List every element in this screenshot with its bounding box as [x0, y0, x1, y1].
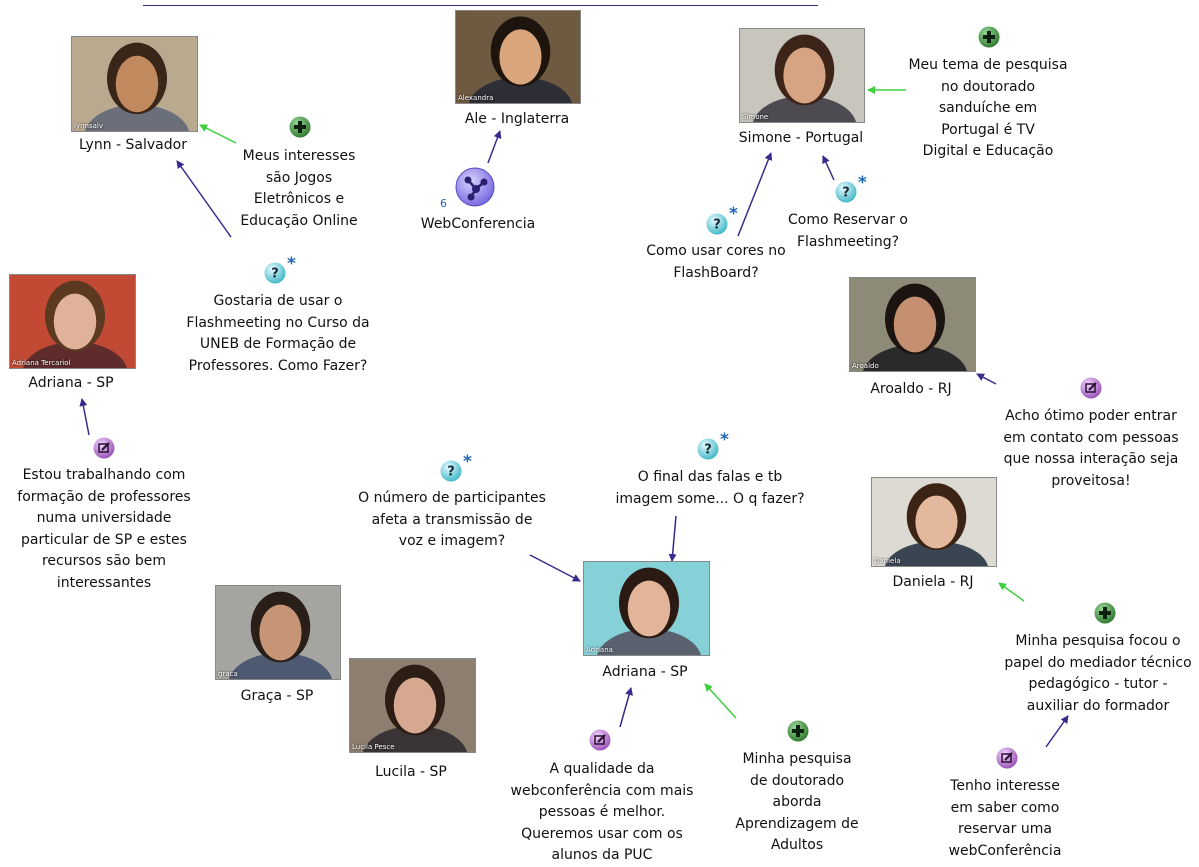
asterisk-icon: *: [729, 204, 738, 224]
webcam-photo: lynnsalv: [71, 36, 198, 132]
svg-text:?: ?: [271, 267, 279, 282]
comment-pencil-icon: [996, 747, 1018, 769]
participant-name: Aroaldo - RJ: [870, 381, 952, 397]
link-arrow: [176, 160, 232, 238]
link-arrow: [668, 515, 677, 562]
portrait-illustration: [850, 278, 975, 371]
webcam-user-label: Adriana: [586, 646, 613, 654]
webcam-user-label: Alexandra: [458, 94, 494, 102]
portrait-illustration: [10, 275, 135, 368]
note-text: Gostaria de usar o Flashmeeting no Curso…: [186, 293, 370, 374]
note-text: Minha pesquisa focou o papel do mediador…: [1004, 633, 1192, 714]
plus-icon: [787, 720, 809, 742]
plus-icon: [978, 26, 1000, 48]
portrait-illustration: [456, 11, 580, 103]
link-arrow: [79, 398, 90, 436]
portrait-illustration: [872, 478, 996, 566]
participant-name: Adriana - SP: [602, 664, 688, 680]
link-arrow: [1045, 715, 1069, 748]
question-icon: ?: [697, 438, 719, 460]
note-text: Como Reservar o Flashmeeting?: [787, 212, 908, 250]
webcam-photo: Alexandra: [455, 10, 581, 104]
note-text: O número de participantes afeta a transm…: [358, 490, 546, 549]
top-border-line: [143, 5, 818, 6]
note-text: Meus interesses são Jogos Eletrônicos e …: [240, 148, 358, 229]
link-arrow: [737, 152, 773, 237]
note-text: A qualidade da webconferência com mais p…: [510, 761, 694, 863]
link-arrow: [976, 373, 997, 385]
comment-pencil-icon: [93, 437, 115, 459]
link-arrow: [704, 683, 737, 719]
asterisk-icon: *: [463, 452, 472, 472]
webcam-photo: graca: [215, 585, 341, 680]
webcam-user-label: lynnsalv: [74, 122, 103, 130]
svg-text:?: ?: [713, 218, 721, 233]
asterisk-icon: *: [287, 254, 296, 274]
comment-pencil-icon: [1080, 377, 1102, 399]
webcam-photo: Aroaldo: [849, 277, 976, 372]
webcam-user-label: Adriana Tercariol: [12, 359, 71, 367]
question-icon: ?: [264, 262, 286, 284]
webcam-user-label: Simone: [742, 113, 769, 121]
portrait-illustration: [740, 29, 864, 122]
plus-icon: [289, 116, 311, 138]
svg-text:?: ?: [447, 465, 455, 480]
question-icon: ?: [835, 181, 857, 203]
participant-name: Lucila - SP: [375, 764, 447, 780]
participant-name: Lynn - Salvador: [79, 137, 187, 153]
participant-name: Ale - Inglaterra: [464, 111, 570, 127]
note-text: O final das falas e tb imagem some... O …: [615, 469, 805, 507]
note-text: Como usar cores no FlashBoard?: [646, 243, 786, 281]
webcam-photo: Adriana: [583, 561, 710, 656]
note-text: Estou trabalhando com formação de profes…: [17, 467, 191, 591]
webcam-photo: Adriana Tercariol: [9, 274, 136, 369]
note-text: Tenho interesse em saber como reservar u…: [948, 778, 1062, 859]
network-hub-icon: [455, 167, 495, 207]
note-text: Acho ótimo poder entrar em contato com p…: [1003, 408, 1179, 489]
participant-name: Simone - Portugal: [738, 130, 864, 146]
participant-name: Adriana - SP: [28, 375, 114, 391]
comment-pencil-icon: [589, 729, 611, 751]
webcam-user-label: graca: [218, 670, 238, 678]
plus-icon: [1094, 602, 1116, 624]
link-arrow: [822, 155, 835, 181]
question-icon: ?: [440, 460, 462, 482]
svg-text:?: ?: [842, 186, 850, 201]
webconference-count: 6: [440, 197, 447, 210]
webcam-photo: Lucila Pesce: [349, 658, 476, 753]
webcam-user-label: Lucila Pesce: [352, 743, 395, 751]
question-icon: ?: [706, 213, 728, 235]
webcam-photo: Daniela: [871, 477, 997, 567]
portrait-illustration: [350, 659, 475, 752]
svg-text:?: ?: [704, 443, 712, 458]
link-arrow: [619, 687, 633, 728]
portrait-illustration: [216, 586, 340, 679]
asterisk-icon: *: [720, 430, 729, 450]
webcam-photo: Simone: [739, 28, 865, 123]
note-text: Meu tema de pesquisa no doutorado sanduí…: [908, 57, 1068, 159]
webcam-user-label: Daniela: [874, 557, 901, 565]
webcam-user-label: Aroaldo: [852, 362, 879, 370]
note-text: Minha pesquisa de doutorado aborda Apren…: [735, 751, 859, 853]
participant-name: Graça - SP: [240, 688, 314, 704]
webconference-label: WebConferencia: [420, 216, 536, 232]
link-arrow: [487, 130, 502, 164]
portrait-illustration: [584, 562, 709, 655]
portrait-illustration: [72, 37, 197, 131]
asterisk-icon: *: [858, 173, 867, 193]
link-arrow: [199, 124, 237, 144]
link-arrow: [529, 554, 581, 582]
participant-name: Daniela - RJ: [892, 574, 974, 590]
link-arrow: [998, 582, 1025, 602]
